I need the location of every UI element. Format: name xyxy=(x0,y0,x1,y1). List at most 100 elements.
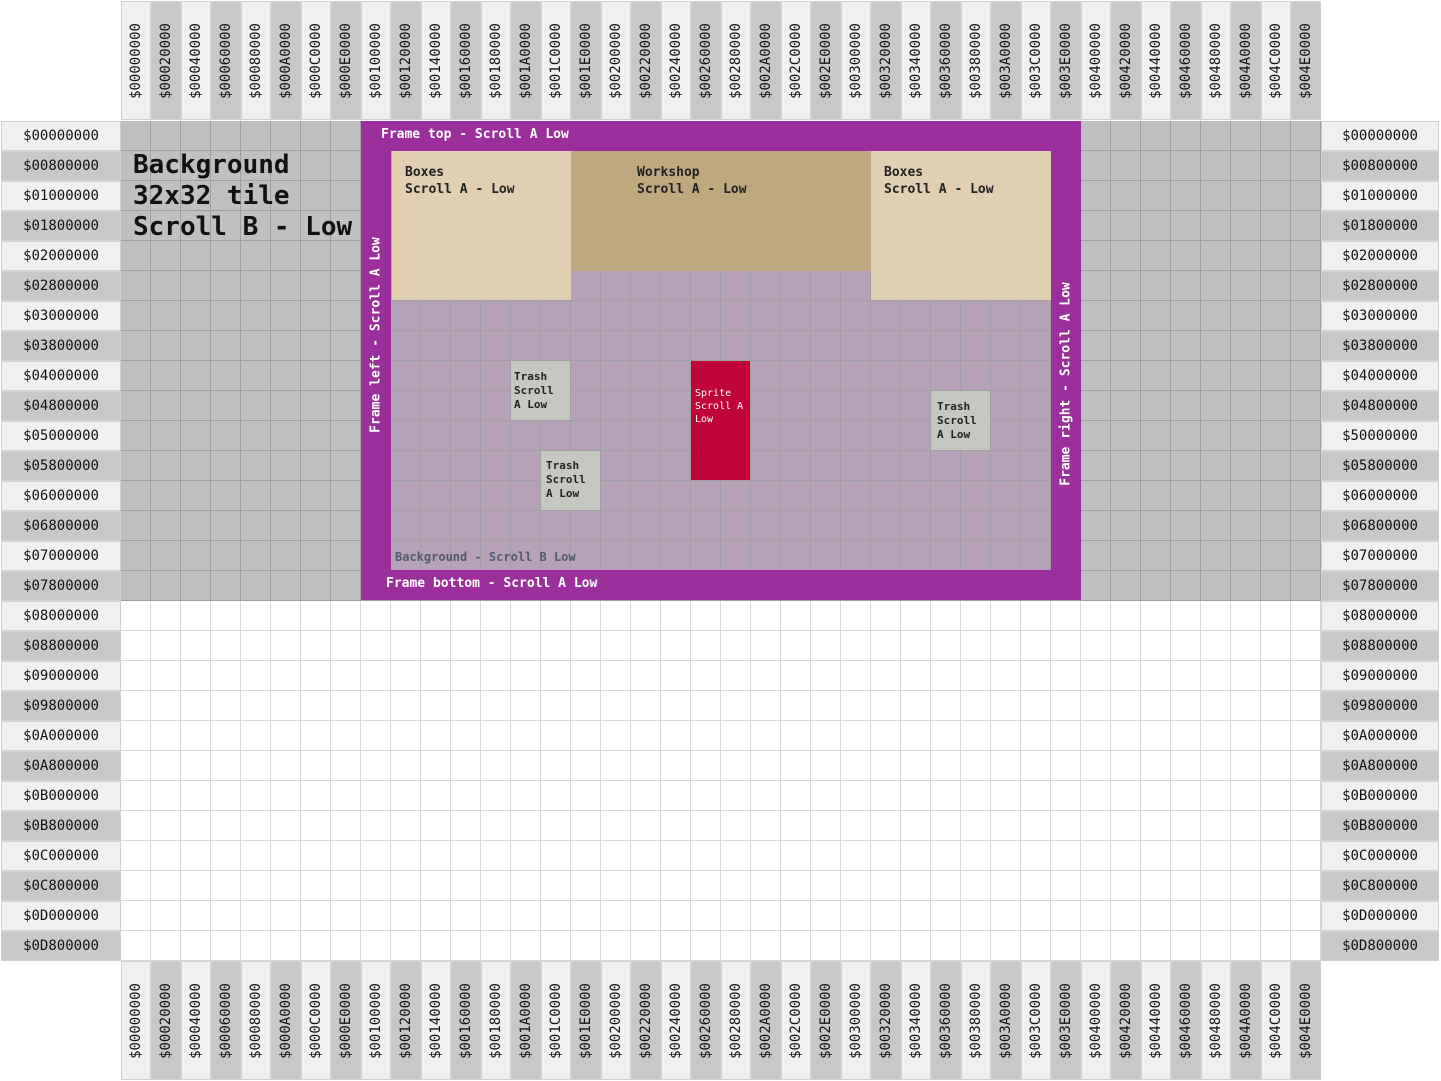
grid-cell xyxy=(1021,691,1051,721)
grid-cell xyxy=(301,751,331,781)
grid-cell xyxy=(841,451,871,481)
grid-cell xyxy=(991,301,1021,331)
grid-cell xyxy=(691,871,721,901)
column-label: $00340000 xyxy=(901,961,931,1080)
grid-cell xyxy=(811,751,841,781)
row-label: $06800000 xyxy=(1,511,121,541)
grid-cell xyxy=(1081,631,1111,661)
grid-cell xyxy=(481,391,511,421)
grid-cell xyxy=(151,631,181,661)
grid-cell xyxy=(811,481,841,511)
grid-cell xyxy=(1261,901,1291,931)
grid-cell xyxy=(841,871,871,901)
grid-cell xyxy=(901,421,931,451)
boxes-right-panel: Boxes Scroll A - Low xyxy=(871,151,1051,300)
grid-cell xyxy=(601,271,631,301)
grid-cell xyxy=(751,661,781,691)
grid-cell xyxy=(1021,751,1051,781)
grid-cell xyxy=(1231,601,1261,631)
grid-cell xyxy=(901,751,931,781)
grid-cell xyxy=(931,631,961,661)
grid-cell xyxy=(841,691,871,721)
grid-cell xyxy=(271,451,301,481)
grid-cell xyxy=(721,691,751,721)
grid-cell xyxy=(1201,121,1231,151)
grid-cell xyxy=(1231,541,1261,571)
grid-cell xyxy=(391,421,421,451)
grid-cell xyxy=(181,331,211,361)
grid-cell xyxy=(601,871,631,901)
grid-cell xyxy=(1051,751,1081,781)
grid-cell xyxy=(421,811,451,841)
grid-cell xyxy=(541,421,571,451)
grid-cell xyxy=(1111,661,1141,691)
grid-cell xyxy=(1081,781,1111,811)
row-label: $08000000 xyxy=(1321,601,1439,631)
grid-cell xyxy=(1171,271,1201,301)
grid-cell xyxy=(511,661,541,691)
grid-cell xyxy=(211,241,241,271)
grid-cell xyxy=(601,361,631,391)
grid-cell xyxy=(781,661,811,691)
column-label: $00280000 xyxy=(721,1,751,120)
grid-cell xyxy=(901,331,931,361)
grid-cell xyxy=(811,871,841,901)
column-label: $00480000 xyxy=(1201,961,1231,1080)
grid-cell xyxy=(601,931,631,961)
grid-cell xyxy=(871,781,901,811)
grid-cell xyxy=(1261,421,1291,451)
row-label: $03800000 xyxy=(1,331,121,361)
grid-cell xyxy=(1081,721,1111,751)
column-label: $00380000 xyxy=(961,961,991,1080)
grid-cell xyxy=(271,721,301,751)
grid-cell xyxy=(1171,481,1201,511)
column-label: $002A0000 xyxy=(751,961,781,1080)
grid-cell xyxy=(271,871,301,901)
grid-cell xyxy=(1081,241,1111,271)
grid-cell xyxy=(451,361,481,391)
grid-cell xyxy=(271,631,301,661)
grid-cell xyxy=(541,601,571,631)
grid-cell xyxy=(1021,361,1051,391)
grid-cell xyxy=(991,661,1021,691)
grid-cell xyxy=(1261,361,1291,391)
row-label: $03800000 xyxy=(1321,331,1439,361)
grid-cell xyxy=(1081,301,1111,331)
grid-cell xyxy=(1291,271,1321,301)
grid-cell xyxy=(601,781,631,811)
grid-cell xyxy=(1231,121,1261,151)
grid-cell xyxy=(811,841,841,871)
grid-cell xyxy=(871,661,901,691)
grid-cell xyxy=(541,691,571,721)
background-title: Background 32x32 tile Scroll B - Low xyxy=(133,150,353,242)
grid-cell xyxy=(301,301,331,331)
grid-cell xyxy=(361,661,391,691)
column-label: $000C0000 xyxy=(301,1,331,120)
grid-cell xyxy=(121,331,151,361)
grid-cell xyxy=(301,871,331,901)
grid-cell xyxy=(1141,241,1171,271)
grid-cell xyxy=(421,871,451,901)
row-label: $05800000 xyxy=(1321,451,1439,481)
grid-cell xyxy=(1141,841,1171,871)
column-label: $000A0000 xyxy=(271,961,301,1080)
grid-cell xyxy=(601,421,631,451)
grid-cell xyxy=(241,151,271,181)
grid-cell xyxy=(451,421,481,451)
grid-cell xyxy=(241,811,271,841)
grid-cell xyxy=(151,661,181,691)
grid-cell xyxy=(991,511,1021,541)
grid-cell xyxy=(661,301,691,331)
grid-cell xyxy=(751,601,781,631)
grid-cell xyxy=(121,121,151,151)
grid-cell xyxy=(811,931,841,961)
grid-cell xyxy=(1081,481,1111,511)
grid-cell xyxy=(751,931,781,961)
grid-cell xyxy=(211,181,241,211)
grid-cell xyxy=(901,901,931,931)
column-label: $00480000 xyxy=(1201,1,1231,120)
grid-cell xyxy=(931,301,961,331)
grid-cell xyxy=(1081,871,1111,901)
grid-cell xyxy=(151,181,181,211)
trash-1: Trash Scroll A Low xyxy=(511,361,570,420)
